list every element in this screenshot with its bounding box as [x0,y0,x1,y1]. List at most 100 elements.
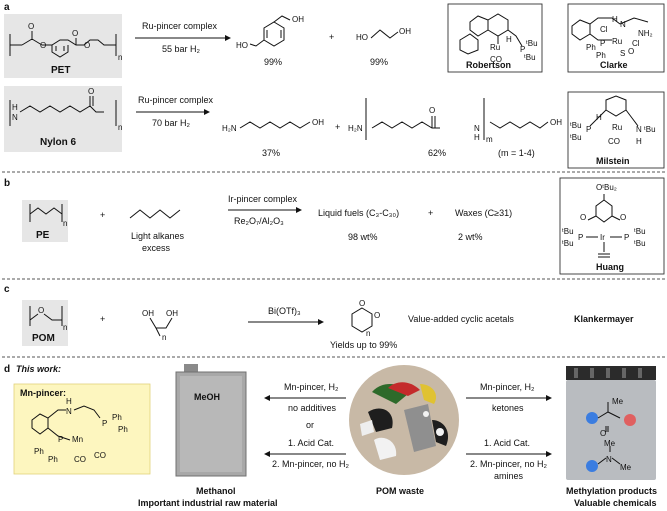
olig-m: m [486,135,493,144]
olig-h2n: H₂N [348,124,363,133]
jar-me3: Me [620,463,632,472]
c-yields: Yields up to 99% [330,340,397,350]
huang-o1: O [580,213,586,222]
huang-tbu1: ᵗBu [562,227,574,236]
robertson-name: Robertson [466,60,511,70]
right-bot-2: 2. Mn-pincer, no H₂ [470,459,548,469]
p1-oh: OH [292,15,304,24]
nylon-catalyst: Ru-pincer complex [138,95,214,105]
right-bot-3: amines [494,471,524,481]
b-plus1: + [100,210,105,220]
pet-structure: O O O O n PET [4,14,122,78]
huang-otbu: OᵗBu₂ [596,183,617,192]
mn-p1: P [58,435,63,444]
jar-o: O [600,429,606,438]
nylon-o: O [88,87,94,96]
b-yield2: 2 wt% [458,232,483,242]
olig-n: N [474,124,480,133]
mil-co: CO [608,137,620,146]
clarke-name: Clarke [600,60,628,70]
ah-oh: OH [312,118,324,127]
olig-oh: OH [550,118,562,127]
meth-title: Methylation products [566,486,657,496]
rob-tbu2: ᵗBu [524,53,536,62]
mn-h: H [66,397,72,406]
cyclic-acetal: O O n [351,299,380,338]
nylon-plus: + [335,122,340,132]
nylon6-structure: H N O n Nylon 6 [4,86,122,152]
olig-yield: 62% [428,148,446,158]
pet-o2: O [72,29,78,38]
meoh-label: MeOH [194,392,220,402]
clarke-nh2: NH₂ [638,29,653,38]
mil-p: P [586,125,591,134]
mn-ph3: Ph [112,413,122,422]
jar-n: N [606,455,612,464]
section-label-a: a [4,2,10,13]
ah-yield: 37% [262,148,280,158]
methylation-jar: Me O Me N Me [566,366,656,480]
clarke-cl1: Cl [600,25,608,34]
mn-title: Mn-pincer: [20,388,66,398]
mil-tbu1: ᵗBu [570,121,582,130]
right-bot-1: 1. Acid Cat. [484,438,530,448]
huang-tbu4: ᵗBu [634,239,646,248]
c-product: Value-added cyclic acetals [408,314,514,324]
robertson-catalyst: Ru H P ᵗBu ᵗBu CO Robertson [447,3,543,73]
p1-ho: HO [236,41,248,50]
pet-o4: O [40,41,46,50]
huang-p1: P [578,233,583,242]
liquid-fuels: Liquid fuels (C₃-C₃₀) [318,208,399,218]
pet-o1: O [28,22,34,31]
light-alkane-icon [129,209,181,219]
acetal-o2: O [374,311,380,320]
methanol-title: Methanol [196,486,236,496]
huang-tbu2: ᵗBu [562,239,574,248]
mn-p2: P [102,419,107,428]
acetal-o1: O [359,299,365,308]
mil-h: H [596,113,602,122]
methanol-sub: Important industrial raw material [138,498,278,508]
mn-ph2: Ph [48,455,58,464]
diol-structure: OH OH n [142,309,178,342]
pom-waste: POM waste [376,486,424,496]
diol-oh2: OH [166,309,178,318]
huang-o2: O [620,213,626,222]
diol-oh1: OH [142,309,154,318]
meth-sub: Valuable chemicals [574,498,657,508]
clarke-o: O [628,47,634,56]
pet-plus: + [329,32,334,42]
pet-name: PET [51,65,70,76]
pet-conditions: 55 bar H₂ [162,44,201,54]
clarke-s: S [620,49,625,58]
nylon-sub-n: n [118,123,122,132]
nylon-h: H [12,103,18,112]
mn-co2: CO [94,451,106,460]
jar-me1: Me [612,397,624,406]
mn-ph1: Ph [34,447,44,456]
c-plus: + [100,314,105,324]
p1-yield: 99% [264,57,282,67]
oligomer: H₂N O N H m OH 62% (m = 1-4) [348,98,562,158]
section-label-d: d [4,364,10,375]
ah-h2n: H₂N [222,124,237,133]
huang-ir: Ir [600,233,605,242]
rob-co: CO [490,55,502,64]
olig-h: H [474,133,480,142]
left-top-1: Mn-pincer, H₂ [284,382,339,392]
milstein-catalyst: H Ru P N ᵗBu ᵗBu ᵗBu H CO Milstein [567,91,665,169]
mil-ru: Ru [612,123,622,132]
mil-ntbu: ᵗBu [644,125,656,134]
left-top-2: no additives [288,403,337,413]
pet-o3: O [84,41,90,50]
pom-o: O [38,306,44,315]
huang-name: Huang [596,262,624,272]
pom-waste-photo [349,365,459,475]
clarke-h: H [612,15,618,24]
acetal-n: n [366,329,370,338]
mil-tbu2: ᵗBu [570,133,582,142]
pet-n: n [118,53,122,62]
aminohexanol: H₂N OH 37% [222,118,324,158]
olig-o: O [429,106,435,115]
meoh-can: MeOH [175,364,247,477]
